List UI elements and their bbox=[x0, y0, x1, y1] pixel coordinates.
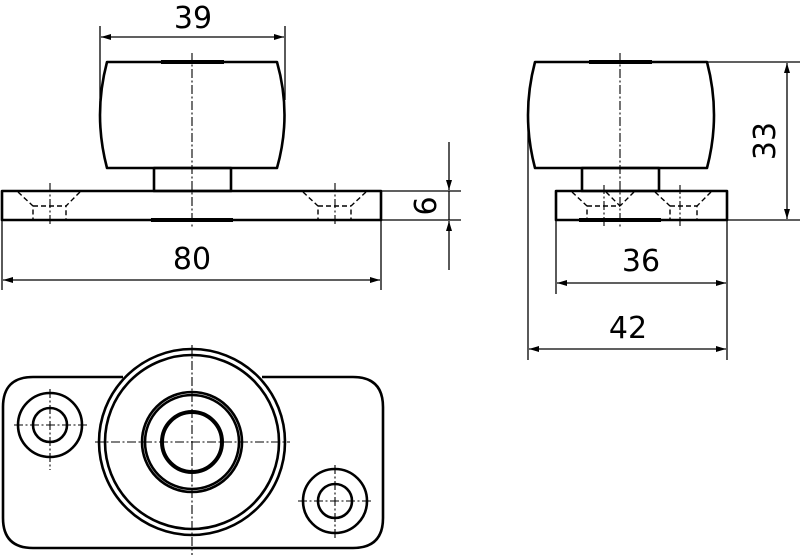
side-view: 33 36 42 bbox=[526, 53, 800, 360]
countersunk-hole-left bbox=[14, 389, 87, 470]
side-countersink-left bbox=[571, 185, 635, 226]
side-base-plate bbox=[554, 189, 729, 222]
mounting-plate bbox=[1, 375, 385, 550]
dimension-6: 6 bbox=[381, 142, 461, 270]
roller-outline bbox=[98, 60, 286, 170]
dim-label-42: 42 bbox=[609, 311, 647, 346]
dimension-42: 42 bbox=[527, 115, 726, 360]
countersink-right bbox=[302, 183, 367, 226]
dim-label-33: 33 bbox=[748, 122, 783, 160]
dimension-36: 36 bbox=[555, 220, 728, 360]
side-countersink-right bbox=[605, 185, 712, 226]
front-view: 39 80 6 bbox=[0, 1, 461, 290]
dimension-33: 33 bbox=[707, 61, 800, 221]
dimension-39: 39 bbox=[99, 1, 286, 100]
dim-label-36: 36 bbox=[622, 244, 660, 279]
side-roller-outline bbox=[526, 60, 716, 170]
dimension-80: 80 bbox=[1, 220, 382, 290]
countersunk-hole-right bbox=[298, 465, 372, 538]
countersink-left bbox=[17, 183, 81, 226]
dim-label-80: 80 bbox=[173, 242, 211, 277]
dim-label-6: 6 bbox=[409, 196, 444, 215]
plan-view bbox=[1, 345, 385, 555]
dim-label-39: 39 bbox=[174, 1, 212, 36]
